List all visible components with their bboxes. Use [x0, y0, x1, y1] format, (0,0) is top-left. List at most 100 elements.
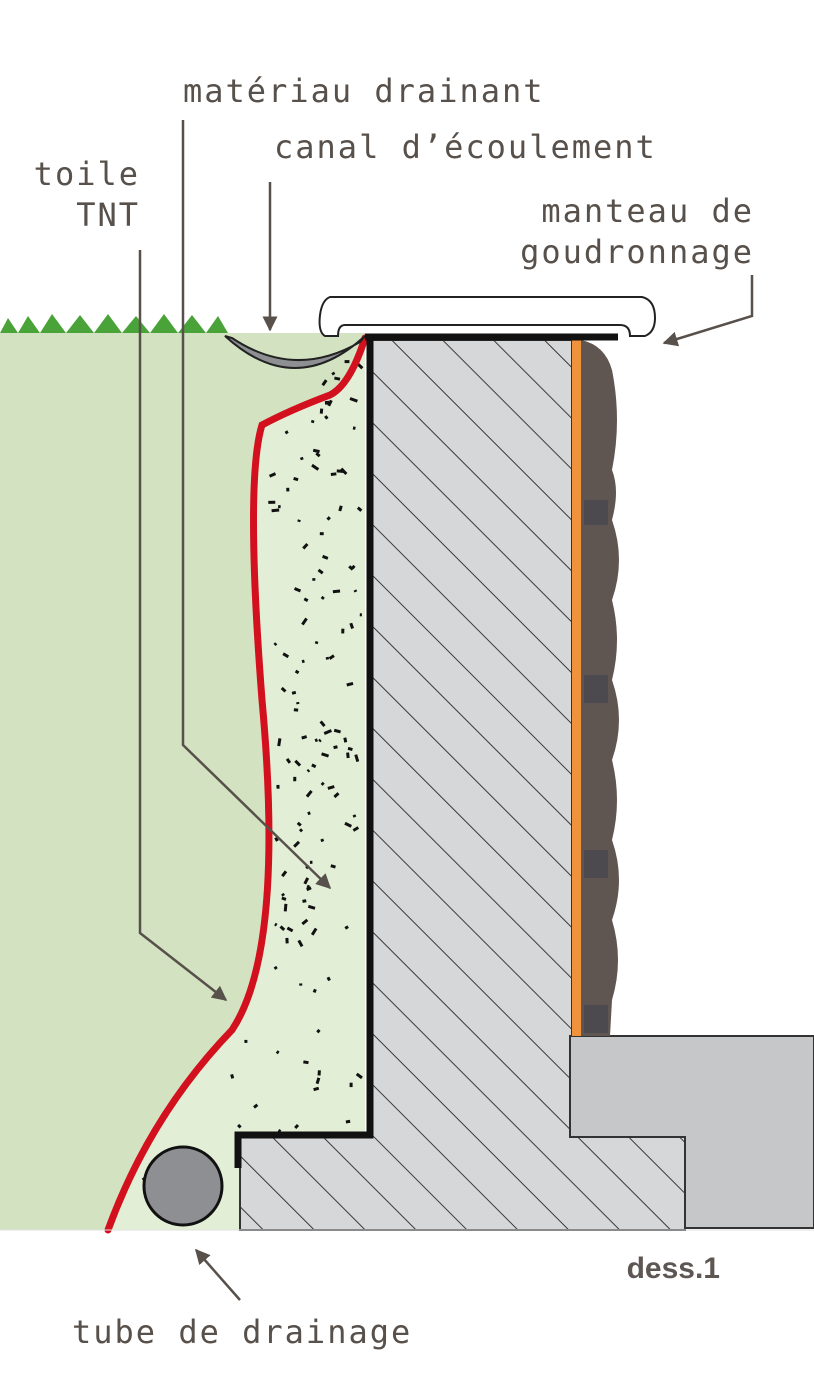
- gravel-dot: [301, 617, 308, 626]
- leader-drain-pipe: [195, 1248, 241, 1301]
- gravel-dot: [353, 589, 358, 593]
- gravel-dot: [294, 759, 302, 767]
- gravel-dot: [354, 754, 360, 763]
- gravel-dot: [312, 578, 316, 581]
- gravel-dot: [286, 926, 294, 933]
- label-drainage-material: matériau drainant: [183, 72, 545, 110]
- gravel-dot: [318, 738, 322, 743]
- gravel-dot: [301, 918, 309, 926]
- gravel-dot: [331, 371, 336, 376]
- gravel-dot: [343, 737, 348, 743]
- gravel-dot: [310, 927, 318, 936]
- label-tar-coat-line2: goudronnage: [520, 233, 754, 271]
- gravel-dot: [293, 477, 299, 482]
- gravel-dot: [327, 399, 333, 407]
- gravel-dot: [279, 925, 286, 931]
- stone-joints: [584, 500, 608, 1033]
- gravel-dot: [311, 463, 320, 471]
- gravel-dot: [313, 1086, 320, 1092]
- gravel-dot: [294, 669, 300, 675]
- foundation-slab: [569, 1035, 814, 1229]
- gravel-dot: [333, 728, 341, 734]
- gravel-dot: [321, 752, 330, 758]
- gravel-dot: [314, 738, 319, 743]
- gravel-dot: [326, 516, 331, 521]
- gravel-dot: [317, 568, 324, 575]
- gravel-dot: [347, 746, 353, 751]
- gravel-dot: [321, 379, 328, 387]
- gravel-dot: [325, 656, 330, 660]
- gravel-dot: [274, 922, 278, 927]
- gravel-dot: [276, 784, 280, 789]
- gravel-dot: [320, 838, 325, 843]
- gravel-dot: [333, 792, 340, 799]
- gravel-dot: [301, 659, 305, 664]
- gravel-dot: [284, 430, 289, 435]
- drain-pipe: [142, 1145, 224, 1227]
- gravel-dot: [357, 363, 364, 370]
- gravel-dot: [315, 1077, 321, 1085]
- gravel-dot: [316, 1028, 321, 1034]
- gravel-dot: [320, 781, 325, 786]
- gravel-dot: [237, 1123, 242, 1129]
- gravel-dot: [338, 505, 343, 512]
- gravel-dot: [301, 735, 308, 740]
- gravel-dot: [285, 758, 292, 764]
- gravel-dot: [293, 587, 302, 593]
- gravel-dot: [297, 939, 304, 948]
- gravel-dot: [293, 776, 297, 782]
- gravel-dot: [341, 628, 345, 634]
- grass-strip: [0, 314, 228, 333]
- gravel-dot: [274, 836, 279, 842]
- gravel-dot: [298, 828, 304, 833]
- gravel-dot: [303, 1060, 309, 1065]
- gravel-dot: [324, 415, 329, 420]
- gravel-dot: [311, 763, 317, 769]
- leader-tar-coat: [662, 275, 754, 347]
- gravel-dot: [320, 595, 325, 600]
- gravel-dot: [296, 701, 300, 705]
- figure-caption: dess.1: [627, 1252, 720, 1285]
- gravel-dot: [344, 821, 352, 828]
- gravel-dot: [351, 564, 356, 570]
- gravel-dot: [286, 487, 290, 492]
- gravel-dot: [346, 681, 354, 687]
- gravel-dot: [285, 937, 289, 944]
- label-tar-coat-line1: manteau de: [541, 192, 754, 230]
- gravel-dot: [322, 554, 329, 560]
- gravel-dot: [352, 814, 357, 818]
- gravel-dot: [302, 899, 307, 903]
- leader-drainage-material: [181, 120, 332, 890]
- gravel-dot: [330, 864, 336, 869]
- gravel-dot: [319, 532, 324, 536]
- gravel-dot: [230, 1074, 235, 1079]
- gravel-dot: [317, 1070, 321, 1076]
- gravel-dot: [271, 508, 280, 513]
- leader-geotextile: [138, 250, 228, 1001]
- gravel-dot: [273, 965, 278, 970]
- gravel-dot: [281, 892, 285, 897]
- gravel-dot: [324, 400, 330, 405]
- gravel-dot: [355, 1072, 363, 1080]
- gravel-dot: [344, 925, 349, 930]
- gravel-dot: [334, 376, 341, 381]
- gravel-dot: [278, 505, 281, 509]
- gravel-dot: [307, 811, 311, 816]
- gravel-dot: [349, 1082, 353, 1088]
- gravel-dot: [352, 426, 356, 430]
- gravel-dot: [283, 903, 288, 912]
- gravel-dot: [328, 654, 335, 660]
- gravel-dot: [319, 720, 326, 728]
- gravel-dot: [268, 472, 277, 478]
- label-geotextile-line1: toile: [34, 155, 140, 193]
- gravel-dot: [309, 860, 313, 864]
- gravel-dot: [300, 456, 304, 461]
- gravel-dot: [296, 821, 302, 827]
- gravel-dot: [297, 519, 301, 523]
- gravel-dot: [305, 790, 313, 798]
- gravel-dot: [299, 983, 303, 986]
- gravel-dot: [323, 729, 333, 735]
- gravel-dot: [310, 419, 315, 424]
- label-drain-channel: canal d’écoulement: [274, 128, 657, 166]
